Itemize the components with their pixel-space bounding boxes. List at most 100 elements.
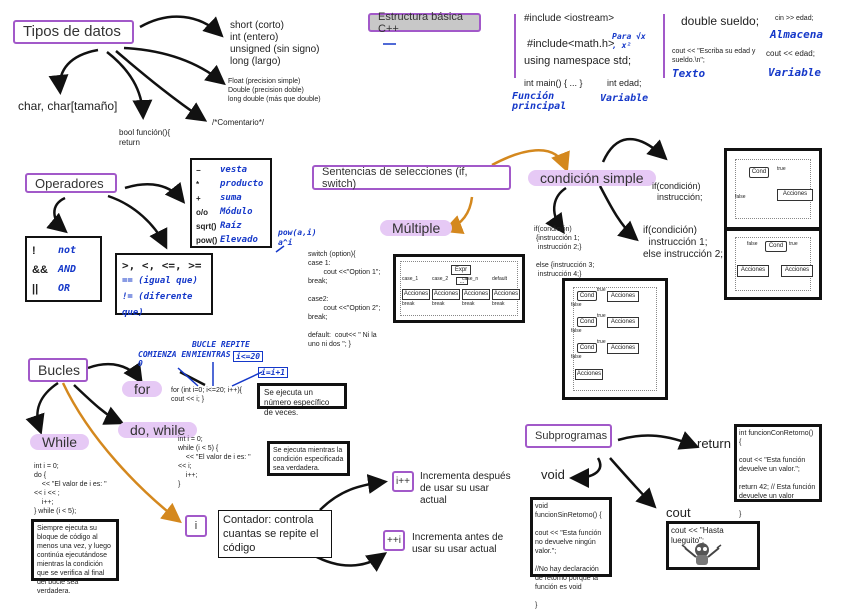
arrow-sub-cout — [609, 457, 657, 509]
code-line — [534, 252, 594, 261]
action-box: Acciones — [781, 265, 813, 277]
arrow-tipos-floats — [123, 46, 226, 86]
condicion-simple-label[interactable]: condición simple — [528, 170, 656, 186]
operator-symbol: pow() — [196, 235, 218, 245]
operator-symbol: && — [32, 263, 48, 276]
bool-line: bool función(){ — [119, 128, 171, 137]
code-line: default: cout<< " Ni la — [308, 332, 377, 339]
sentencias-title: Sentencias de selecciones (if, switch) — [322, 165, 468, 190]
main-note: Función principal — [512, 91, 567, 112]
compare-line: >, <, <=, >= — [122, 259, 202, 272]
logic-operator-row: ! not — [32, 241, 95, 260]
sentencias-node[interactable]: Sentencias de selecciones (if, switch) — [312, 165, 511, 190]
expr-triangle: Expr — [451, 265, 471, 275]
cin-note: Almacena — [770, 28, 823, 41]
code-line: return 42; // Esta función devuelve un v… — [739, 484, 816, 500]
arrow-tipos-char — [48, 48, 99, 95]
code-line: int i = 0; — [178, 436, 203, 443]
code-line: break; — [308, 278, 328, 285]
include-math: #include<math.h> — [527, 38, 615, 50]
arrow-bucles-while — [25, 381, 59, 435]
code-line — [535, 520, 607, 529]
arrow-simple-ifelse — [598, 185, 639, 242]
code-line — [535, 556, 607, 565]
mascot-icon — [681, 543, 722, 565]
break-label: break — [462, 301, 475, 307]
code-line — [308, 322, 380, 331]
compare-line: == (igual que) — [122, 276, 198, 286]
return-label: return — [697, 436, 731, 451]
code-line: while (i < 5) { — [178, 445, 219, 452]
double-sueldo: double sueldo; — [681, 14, 760, 28]
code-line: uno ni dos "; } — [308, 341, 351, 348]
code-line: } — [739, 511, 742, 518]
divider-line — [663, 14, 665, 78]
operator-symbol: sqrt() — [196, 221, 217, 231]
cond-diamond: Cond — [577, 343, 597, 353]
operator-desc: suma — [220, 193, 242, 203]
cout-code-box: cout << "Hasta lueguito"; — [666, 521, 760, 570]
for-note-inc: i=i+1 — [258, 367, 289, 378]
bool-line: return — [119, 138, 140, 147]
multiple-label[interactable]: Múltiple — [380, 220, 453, 236]
action-box: Acciones — [402, 289, 430, 300]
code-line: else {instrucción 3; — [534, 262, 595, 269]
estructura-node[interactable]: Estructura básica C++ — [368, 11, 481, 35]
compare-operators-box: >, <, <=, >= == (igual que) != (diferent… — [115, 253, 213, 318]
operadores-node[interactable]: Operadores — [25, 173, 117, 193]
code-line: cout << "Esta función devuelve un valor.… — [739, 457, 806, 473]
action-box: Acciones — [737, 265, 769, 277]
compare-line: != (diferente que) — [122, 292, 193, 318]
code-line: i++; — [34, 499, 54, 506]
operadores-title: Operadores — [35, 175, 104, 191]
dowhile-desc-text: Se ejecuta mientras la condición especif… — [273, 447, 344, 472]
logic-operators-box: !not&&AND||OR — [25, 236, 102, 302]
cond-diamond: Cond — [749, 167, 769, 178]
while-label[interactable]: While — [30, 434, 90, 450]
pre-increment-node[interactable]: ++i — [383, 530, 405, 551]
arrow-bucles-counter — [61, 382, 182, 524]
arrow-sub-return — [617, 431, 700, 450]
operator-symbol: ! — [32, 244, 36, 257]
code-line: i++; — [178, 472, 198, 479]
case-label: default — [492, 276, 508, 282]
tipos-de-datos-node[interactable]: Tipos de datos — [13, 20, 134, 44]
operator-desc: producto — [220, 179, 264, 189]
counter-node[interactable]: i — [185, 515, 207, 537]
action-box: Acciones — [607, 317, 639, 328]
false-label: false — [735, 194, 746, 200]
arith-operator-row: sqrt()Raíz — [196, 219, 266, 233]
post-increment-node[interactable]: i++ — [392, 471, 414, 492]
comment-syntax: /*Comentario*/ — [212, 118, 265, 127]
cout-edad-note: Variable — [768, 66, 821, 79]
true-label: true — [597, 313, 606, 319]
cout-edad: cout << edad; — [766, 49, 815, 58]
arith-operator-row: −vesta — [196, 163, 266, 177]
if-simple-flowchart: Cond Acciones false true — [724, 148, 822, 230]
arrow-tipos-bool — [106, 51, 153, 120]
true-label: true — [597, 339, 606, 345]
dowhile-label[interactable]: do, while — [118, 422, 198, 438]
code-line: } while (i < 5); — [34, 508, 77, 515]
code-line: cout <<"Option 1"; — [308, 269, 381, 276]
post-label: i++ — [396, 476, 410, 487]
break-label: break — [492, 301, 505, 307]
code-line: cout << "Esta función no devuelve ningún… — [535, 530, 602, 555]
using-namespace: using namespace std; — [524, 55, 632, 67]
code-line: if(condición) — [652, 181, 701, 191]
counter-description: Contador: controla cuantas se repite el … — [218, 510, 332, 558]
bucles-node[interactable]: Bucles — [28, 358, 88, 382]
for-description: Se ejecuta un número específico de veces… — [257, 383, 347, 417]
for-note-repeat: BUCLE REPITE MIENTRAS — [192, 340, 250, 359]
for-label[interactable]: for — [122, 381, 163, 397]
dowhile-code: int i = 0;while (i < 5) { << "El valor d… — [178, 435, 251, 489]
operator-desc: not — [58, 245, 77, 256]
subprogramas-node[interactable]: Subprogramas — [525, 424, 612, 448]
code-line: if(condición) — [643, 225, 697, 236]
break-label: break — [402, 301, 415, 307]
false-label: false — [571, 354, 582, 360]
if-simple-code: if(condición) instrucción; — [652, 181, 703, 203]
arrow-oper-logic — [46, 196, 68, 234]
